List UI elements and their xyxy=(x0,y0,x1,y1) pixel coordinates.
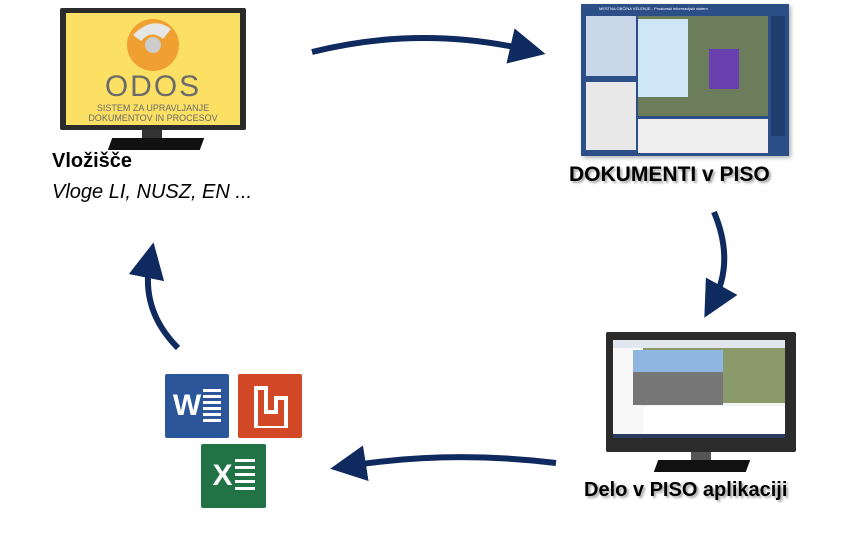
odos-line2: DOKUMENTOV IN PROCESOV xyxy=(88,113,218,123)
piso-desktop-monitor xyxy=(606,332,796,472)
dokumenti-title: DOKUMENTI v PISO xyxy=(569,163,770,186)
vlozisce-subtitle: Vloge LI, NUSZ, EN ... xyxy=(52,181,253,203)
vlozisce-title: Vložišče xyxy=(52,150,133,172)
arrow-dokumenti-to-delo xyxy=(704,210,738,318)
pdf-glyph-icon xyxy=(254,386,288,428)
delo-title: Delo v PISO aplikaciji xyxy=(584,479,788,501)
odos-disc-logo xyxy=(127,19,179,71)
odos-monitor: ODOS SISTEM ZA UPRAVLJANJE DOKUMENTOV IN… xyxy=(60,8,246,158)
excel-icon: X xyxy=(201,444,266,508)
odos-line1: SISTEM ZA UPRAVLJANJE xyxy=(96,103,210,113)
arrow-office-to-vlozisce xyxy=(128,242,181,351)
piso-web-screenshot: MESTNA OBČINA VELENJE - Prostorski infor… xyxy=(581,4,789,156)
odos-logo-text: ODOS xyxy=(104,70,202,103)
arrow-odos-to-dokumenti xyxy=(311,28,546,64)
word-icon: W xyxy=(165,374,229,438)
arrow-delo-to-office xyxy=(330,445,557,481)
pdf-icon xyxy=(238,374,302,438)
piso-web-title: MESTNA OBČINA VELENJE - Prostorski infor… xyxy=(599,6,708,11)
word-letter: W xyxy=(172,389,202,422)
excel-letter: X xyxy=(212,459,233,492)
